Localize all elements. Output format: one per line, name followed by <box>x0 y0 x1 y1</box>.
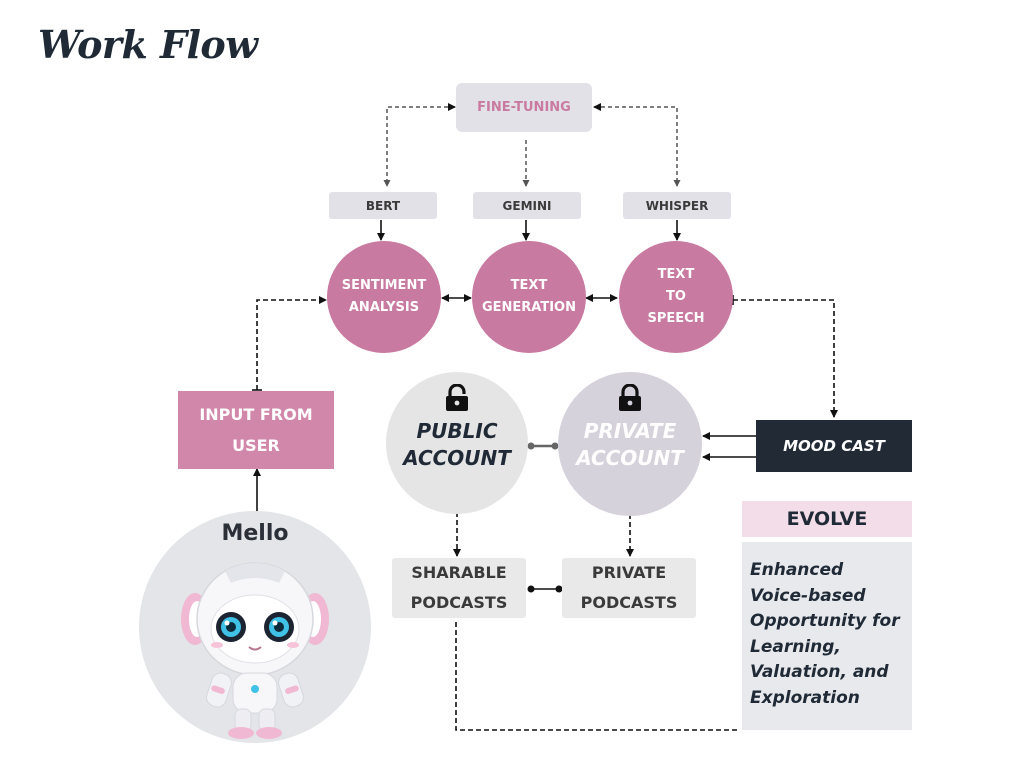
private-account-label: PRIVATE ACCOUNT <box>576 419 684 470</box>
unlocked-padlock-icon <box>446 384 468 411</box>
input-from-user-box: INPUT FROM USER <box>178 391 334 469</box>
evolve-heading: EVOLVE <box>742 501 912 537</box>
edge-speech-moodcast <box>733 299 838 418</box>
public-account-node: PUBLIC ACCOUNT <box>386 372 528 514</box>
mood-cast-box: MOOD CAST <box>756 420 912 472</box>
fine-tuning-box: FINE-TUNING <box>456 83 592 132</box>
edge-input-sentiment <box>256 296 327 390</box>
edge-finetune-whisper <box>593 103 681 187</box>
page-title: Work Flow <box>38 22 258 67</box>
mello-circle: Mello <box>139 511 371 743</box>
text-to-speech-node: TEXT TO SPEECH <box>619 241 733 353</box>
public-account-label: PUBLIC ACCOUNT <box>403 419 511 470</box>
bert-box: BERT <box>329 192 437 219</box>
sharable-podcasts-box: SHARABLE PODCASTS <box>392 558 526 618</box>
locked-padlock-icon <box>619 384 641 411</box>
whisper-box: WHISPER <box>623 192 731 219</box>
sentiment-analysis-node: SENTIMENT ANALYSIS <box>327 241 441 353</box>
edge-finetune-bert <box>383 103 456 187</box>
evolve-description: Enhanced Voice-based Opportunity for Lea… <box>742 542 912 730</box>
private-podcasts-box: PRIVATE PODCASTS <box>562 558 696 618</box>
edge-sharable-evolve <box>455 622 740 731</box>
gemini-box: GEMINI <box>473 192 581 219</box>
text-generation-node: TEXT GENERATION <box>472 241 586 353</box>
robot-mascot-icon <box>181 562 329 739</box>
mello-label: Mello <box>221 521 289 546</box>
private-account-node: PRIVATE ACCOUNT <box>558 372 702 516</box>
